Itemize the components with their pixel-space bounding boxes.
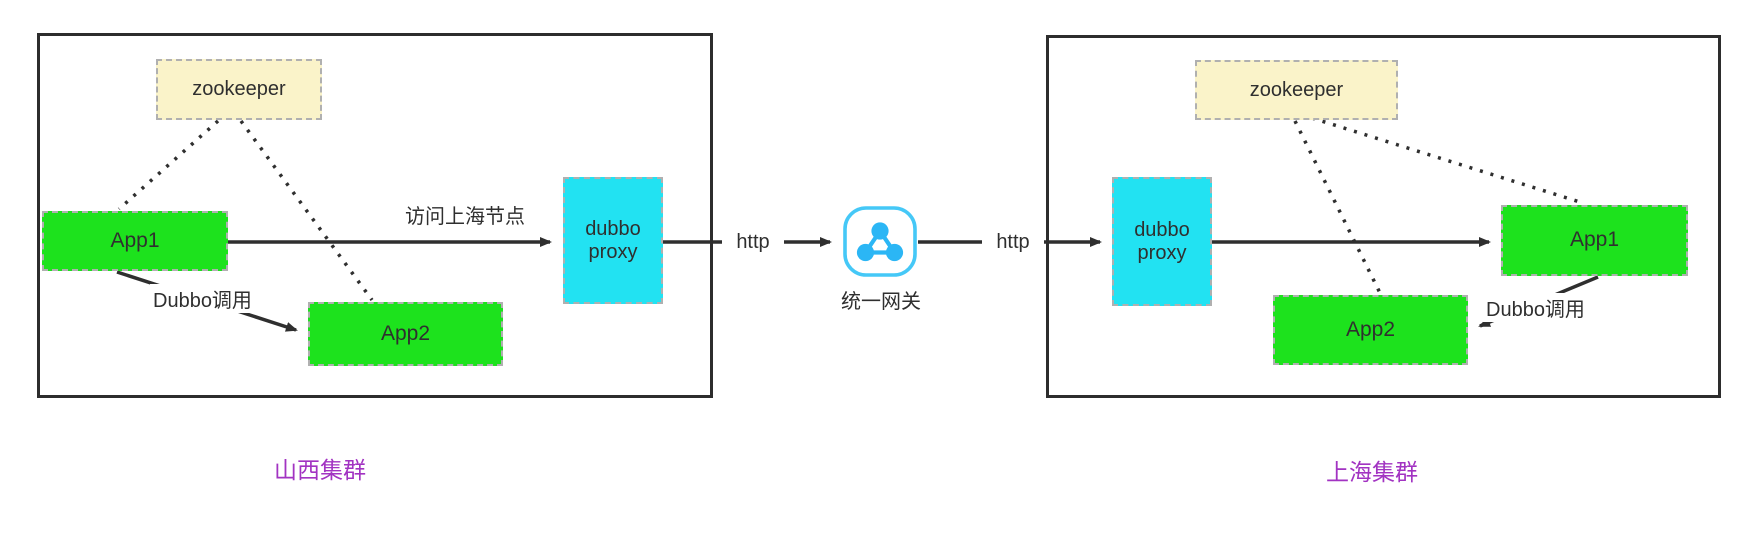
app2-label-left: App2 bbox=[380, 321, 431, 345]
zookeeper-label-right: zookeeper bbox=[1249, 78, 1344, 101]
gateway-node bbox=[842, 205, 918, 278]
network-nodes-icon bbox=[843, 206, 917, 277]
dubbo-proxy-label-left: dubbo proxy bbox=[585, 217, 641, 263]
cluster-caption-shanghai: 上海集群 bbox=[1326, 459, 1418, 485]
app1-node-left: App1 bbox=[42, 211, 228, 271]
dubbo-proxy-node-left: dubbo proxy bbox=[563, 177, 663, 304]
edge-label-http-left: http bbox=[722, 231, 784, 254]
app1-label-right: App1 bbox=[1569, 228, 1620, 252]
zookeeper-label-left: zookeeper bbox=[192, 78, 286, 100]
edge-label-dubbo-call-left: Dubbo调用 bbox=[150, 284, 255, 313]
dubbo-proxy-node-right: dubbo proxy bbox=[1112, 177, 1212, 306]
gateway-label: 统一网关 bbox=[841, 291, 921, 313]
edge-label-visit-shanghai: 访问上海节点 bbox=[405, 206, 525, 228]
app2-node-right: App2 bbox=[1273, 295, 1468, 365]
app2-label-right: App2 bbox=[1345, 317, 1396, 341]
edge-label-dubbo-call-right: Dubbo调用 bbox=[1483, 293, 1588, 322]
app2-node-left: App2 bbox=[308, 302, 503, 366]
cluster-box-shanxi bbox=[37, 33, 713, 398]
cluster-caption-shanxi: 山西集群 bbox=[274, 457, 366, 483]
app1-label-left: App1 bbox=[110, 228, 160, 252]
cluster-box-shanghai bbox=[1046, 35, 1721, 398]
zookeeper-node-right: zookeeper bbox=[1195, 60, 1398, 120]
dubbo-proxy-label-right: dubbo proxy bbox=[1134, 218, 1190, 264]
edge-label-http-right: http bbox=[982, 231, 1044, 254]
app1-node-right: App1 bbox=[1501, 205, 1688, 276]
zookeeper-node-left: zookeeper bbox=[156, 59, 322, 120]
